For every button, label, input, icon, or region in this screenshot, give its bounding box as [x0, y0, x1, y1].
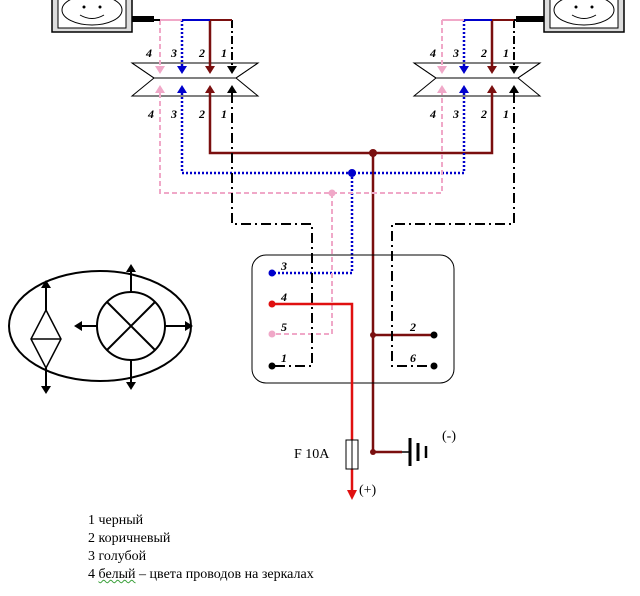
negative-label: (-)	[442, 429, 456, 444]
right-bottom-num-4: 4	[429, 107, 436, 121]
pink-wire-common	[159, 93, 443, 335]
left-bottom-num-3: 3	[170, 107, 177, 121]
right-top-num-1: 1	[503, 46, 509, 60]
brown-junction-switch	[370, 332, 376, 338]
black-wire-right	[391, 93, 515, 367]
positive-arrow	[347, 490, 357, 500]
switch-pin-2	[430, 331, 438, 339]
brown-junction-ground	[370, 449, 376, 455]
switch-pin-3	[268, 269, 276, 277]
mirror-control-arrowheads	[41, 264, 193, 394]
red-power-wire	[272, 302, 354, 492]
black-wire-left	[231, 93, 313, 367]
left-top-num-1: 1	[221, 46, 227, 60]
legend-white-word: белый	[98, 567, 136, 582]
right-bottom-num-3: 3	[452, 107, 459, 121]
right-lower-arrows	[437, 85, 519, 93]
mirror-control-symbol	[8, 270, 192, 388]
left-top-num-4: 4	[145, 46, 152, 60]
legend-white: 4 белый – цвета проводов на зеркалах	[88, 566, 314, 584]
right-upper-wires	[437, 19, 519, 74]
switch-pin-5	[268, 330, 276, 338]
left-mirror-cable	[132, 16, 154, 22]
left-lower-arrows	[155, 85, 237, 93]
ground-symbol	[402, 438, 428, 466]
switch-pin-3-label: 3	[280, 259, 287, 273]
blue-junction	[348, 169, 356, 177]
right-bottom-num-1: 1	[503, 107, 509, 121]
pink-junction	[328, 189, 336, 197]
right-mirror-cable	[516, 16, 544, 22]
left-bottom-num-2: 2	[198, 107, 205, 121]
switch-pin-1	[268, 362, 276, 370]
positive-label: (+)	[359, 483, 377, 498]
left-mirror-motor	[51, 0, 133, 33]
left-bottom-num-4: 4	[147, 107, 154, 121]
left-bottom-num-1: 1	[221, 107, 227, 121]
switch-pin-5-label: 5	[281, 320, 287, 334]
left-top-num-3: 3	[170, 46, 177, 60]
legend-white-suffix: – цвета проводов на зеркалах	[135, 567, 314, 582]
brown-junction	[369, 149, 377, 157]
switch-pin-2-label: 2	[409, 320, 416, 334]
blue-wire-common	[180, 93, 466, 275]
fuse-label: F 10A	[294, 447, 330, 462]
right-top-num-3: 3	[452, 46, 459, 60]
left-upper-wires	[154, 19, 237, 74]
switch-pin-6	[430, 362, 438, 370]
right-top-num-4: 4	[429, 46, 436, 60]
legend-black: 1 черный	[88, 513, 144, 528]
wire-color-legend: 1 черный 2 коричневый 3 голубой 4 белый …	[88, 512, 314, 584]
switch-pin-1-label: 1	[281, 351, 287, 365]
switch-pin-4-label: 4	[280, 290, 287, 304]
legend-blue: 3 голубой	[88, 549, 147, 564]
brown-wire-common	[208, 93, 494, 454]
right-connector	[412, 62, 542, 97]
left-top-num-2: 2	[198, 46, 205, 60]
legend-white-prefix: 4	[88, 567, 99, 582]
right-mirror-motor	[543, 0, 625, 33]
legend-brown: 2 коричневый	[88, 531, 171, 546]
right-top-num-2: 2	[480, 46, 487, 60]
switch-pin-6-label: 6	[410, 351, 416, 365]
left-connector	[130, 62, 260, 97]
right-bottom-num-2: 2	[480, 107, 487, 121]
